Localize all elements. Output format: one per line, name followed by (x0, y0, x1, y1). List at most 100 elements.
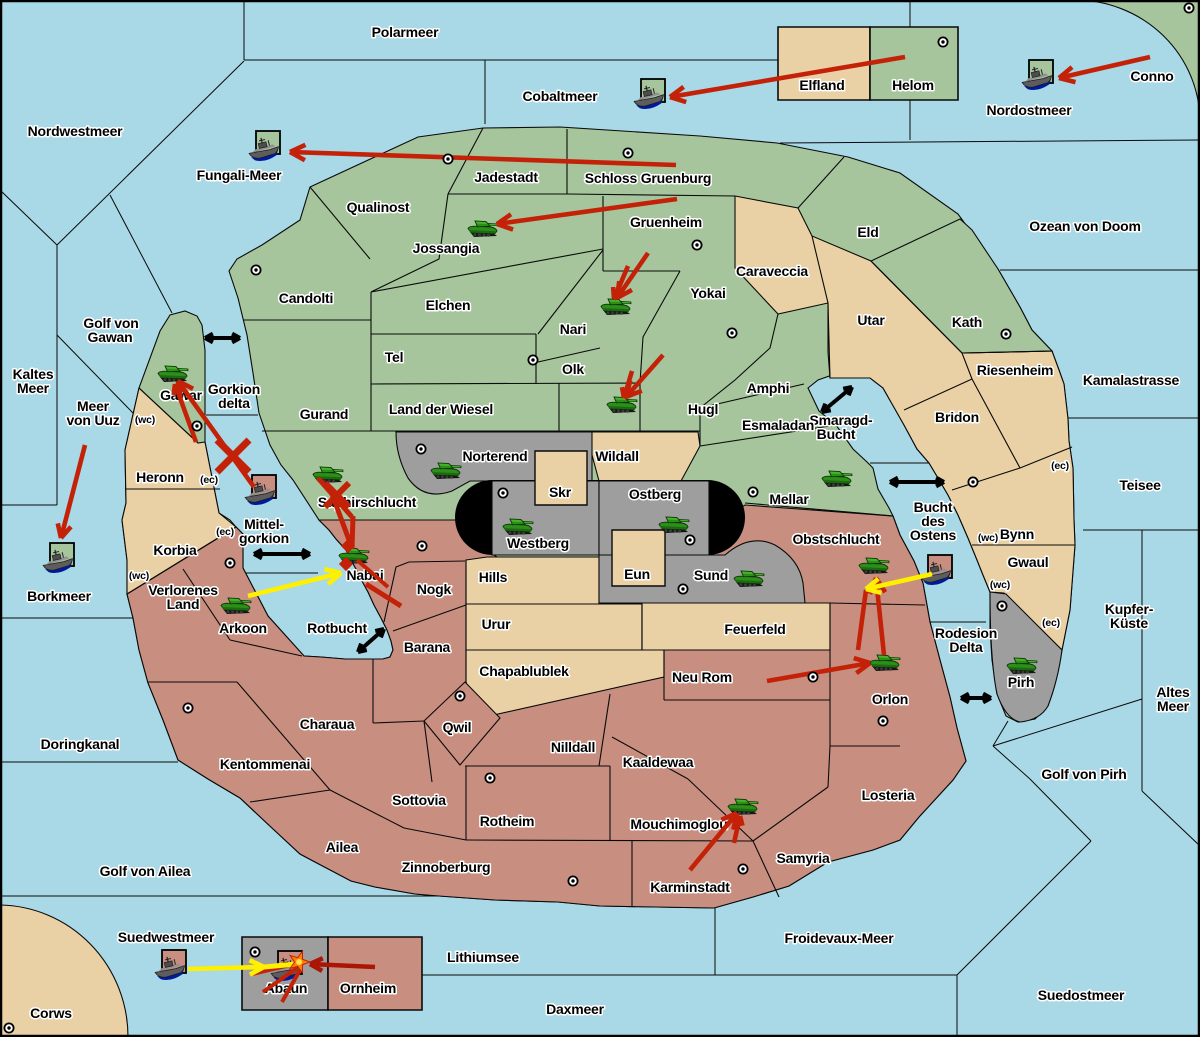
svg-text:Yokai: Yokai (690, 285, 725, 301)
svg-text:des: des (921, 513, 945, 529)
svg-text:(ec): (ec) (1051, 460, 1069, 472)
svg-text:Gawan: Gawan (88, 329, 133, 345)
svg-text:Corws: Corws (30, 1005, 72, 1021)
svg-text:Feuerfeld: Feuerfeld (724, 621, 785, 637)
svg-text:Barana: Barana (404, 639, 451, 655)
svg-text:Tel: Tel (385, 349, 404, 365)
svg-text:Mouchimoglou: Mouchimoglou (630, 816, 727, 832)
svg-text:Meer: Meer (1157, 698, 1190, 714)
svg-text:(wc): (wc) (135, 414, 155, 426)
svg-text:(ec): (ec) (216, 526, 234, 538)
svg-text:Gruenheim: Gruenheim (630, 214, 702, 230)
svg-text:Elfland: Elfland (799, 77, 844, 93)
svg-text:Mittel-: Mittel- (244, 516, 284, 532)
svg-text:Suedostmeer: Suedostmeer (1038, 987, 1125, 1003)
svg-text:Delta: Delta (949, 639, 983, 655)
svg-text:Nogk: Nogk (417, 581, 452, 597)
svg-text:Suedwestmeer: Suedwestmeer (118, 929, 215, 945)
svg-text:Mellar: Mellar (769, 491, 809, 507)
svg-text:Chapablublek: Chapablublek (479, 663, 569, 679)
svg-text:Polarmeer: Polarmeer (372, 24, 439, 40)
svg-text:(wc): (wc) (990, 579, 1010, 591)
svg-text:Cobaltmeer: Cobaltmeer (522, 88, 598, 104)
svg-text:Smaragd-: Smaragd- (810, 412, 874, 428)
svg-text:Elchen: Elchen (426, 297, 471, 313)
svg-text:(wc): (wc) (129, 570, 149, 582)
svg-text:Kath: Kath (952, 314, 982, 330)
svg-text:Arkoon: Arkoon (219, 620, 267, 636)
svg-text:Hugl: Hugl (688, 401, 718, 417)
svg-text:Borkmeer: Borkmeer (27, 588, 92, 604)
svg-text:Rodesion: Rodesion (935, 625, 997, 641)
svg-text:(wc): (wc) (978, 532, 998, 544)
svg-text:Kaltes: Kaltes (13, 366, 54, 382)
svg-text:Kupfer-: Kupfer- (1105, 601, 1154, 617)
svg-text:Jossangia: Jossangia (413, 240, 480, 256)
svg-text:Conno: Conno (1130, 68, 1173, 84)
svg-text:Ostberg: Ostberg (629, 486, 681, 502)
svg-text:Obstschlucht: Obstschlucht (792, 531, 880, 547)
svg-text:Hills: Hills (479, 569, 508, 585)
svg-text:Verlorenes: Verlorenes (148, 582, 218, 598)
svg-text:Rotheim: Rotheim (480, 813, 535, 829)
svg-text:Qualinost: Qualinost (347, 199, 410, 215)
svg-text:Korbia: Korbia (153, 542, 197, 558)
svg-text:Sund: Sund (694, 567, 728, 583)
svg-text:Olk: Olk (562, 361, 584, 377)
svg-text:Meer: Meer (17, 380, 50, 396)
svg-text:Amphi: Amphi (747, 380, 790, 396)
svg-text:Bucht: Bucht (914, 499, 953, 515)
svg-text:Skr: Skr (549, 484, 572, 500)
svg-text:Lithiumsee: Lithiumsee (447, 949, 519, 965)
svg-text:Sottovia: Sottovia (392, 792, 446, 808)
svg-text:Heronn: Heronn (136, 469, 184, 485)
svg-text:Rotbucht: Rotbucht (307, 620, 367, 636)
svg-text:Karminstadt: Karminstadt (650, 879, 730, 895)
svg-text:Ozean von Doom: Ozean von Doom (1029, 218, 1141, 234)
svg-text:Wildall: Wildall (595, 448, 639, 464)
svg-text:Westberg: Westberg (507, 535, 569, 551)
svg-text:Bucht: Bucht (817, 426, 856, 442)
svg-text:delta: delta (218, 395, 250, 411)
svg-text:Bridon: Bridon (935, 409, 979, 425)
svg-text:Altes: Altes (1156, 684, 1190, 700)
svg-text:Nari: Nari (560, 321, 586, 337)
svg-text:Schloss Gruenburg: Schloss Gruenburg (585, 170, 712, 186)
svg-text:Golf von Pirh: Golf von Pirh (1041, 766, 1126, 782)
svg-text:Küste: Küste (1110, 615, 1148, 631)
svg-text:Eld: Eld (857, 224, 878, 240)
svg-text:Eun: Eun (624, 566, 650, 582)
svg-text:gorkion: gorkion (239, 530, 289, 546)
svg-text:Neu Rom: Neu Rom (672, 669, 732, 685)
svg-text:Kaaldewaa: Kaaldewaa (623, 754, 694, 770)
svg-text:Urur: Urur (482, 616, 512, 632)
svg-text:Orlon: Orlon (872, 691, 908, 707)
svg-text:Meer: Meer (77, 398, 110, 414)
svg-text:Jadestadt: Jadestadt (474, 169, 538, 185)
svg-text:Qwil: Qwil (443, 719, 472, 735)
svg-text:Zinnoberburg: Zinnoberburg (402, 859, 491, 875)
svg-text:(ec): (ec) (200, 474, 218, 486)
svg-text:Candolti: Candolti (279, 290, 333, 306)
svg-text:Ornheim: Ornheim (340, 980, 396, 996)
svg-text:Doringkanal: Doringkanal (41, 736, 120, 752)
svg-text:Land: Land (167, 596, 200, 612)
svg-text:von Uuz: von Uuz (66, 412, 119, 428)
svg-text:Teisee: Teisee (1119, 477, 1161, 493)
svg-text:Nabai: Nabai (346, 567, 383, 583)
svg-text:Losteria: Losteria (862, 787, 915, 803)
svg-text:Gorkion: Gorkion (208, 381, 260, 397)
svg-text:Utar: Utar (857, 312, 885, 328)
svg-text:Daxmeer: Daxmeer (546, 1001, 605, 1017)
svg-text:Samyria: Samyria (776, 850, 829, 866)
svg-text:Nordwestmeer: Nordwestmeer (28, 123, 124, 139)
svg-text:Nilldall: Nilldall (551, 739, 595, 755)
svg-text:(ec): (ec) (1042, 617, 1060, 629)
svg-text:Gwaul: Gwaul (1007, 554, 1048, 570)
svg-text:Norterend: Norterend (462, 448, 527, 464)
svg-text:Fungali-Meer: Fungali-Meer (197, 167, 282, 183)
svg-text:Gurand: Gurand (300, 406, 349, 422)
svg-text:Kentommenai: Kentommenai (220, 756, 310, 772)
svg-text:Ostens: Ostens (910, 527, 957, 543)
svg-text:Riesenheim: Riesenheim (977, 362, 1054, 378)
